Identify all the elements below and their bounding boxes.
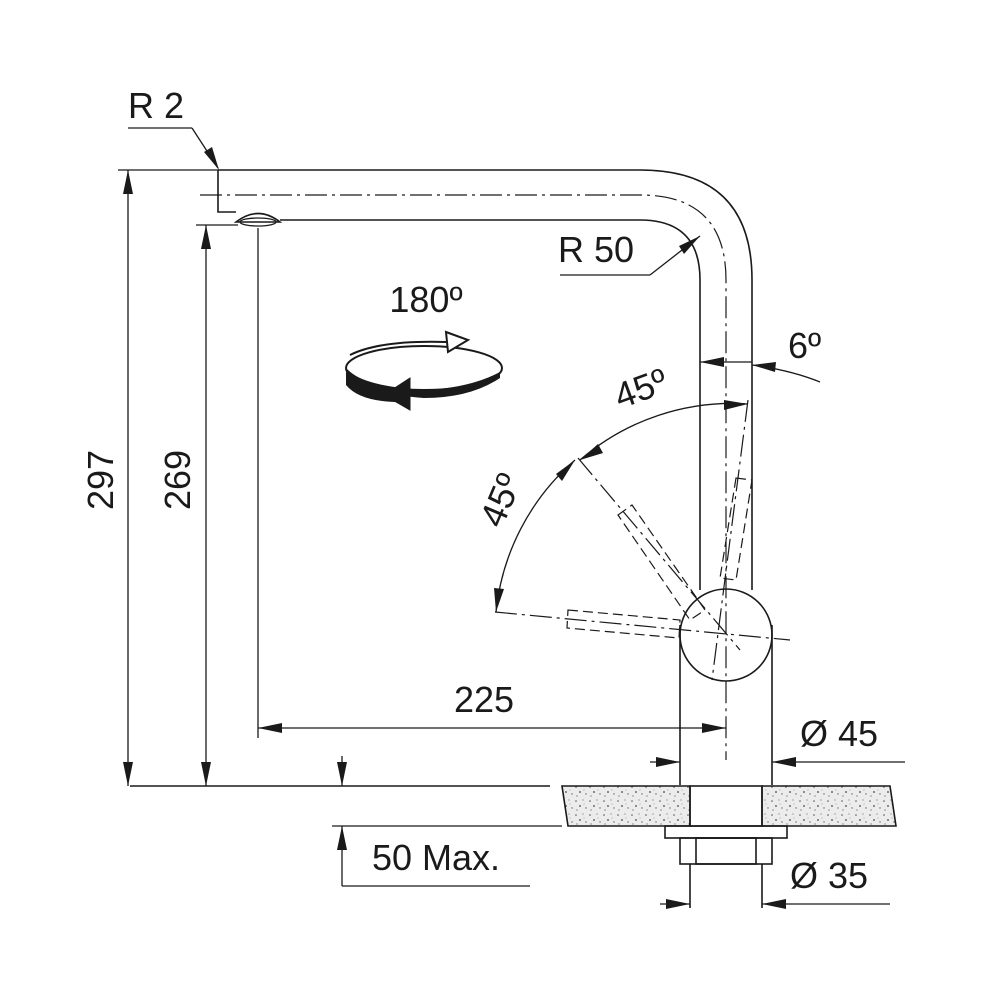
bend-radius-label: R 50	[558, 229, 634, 270]
annotation-lever-angles: 45º 45º	[471, 360, 749, 613]
faucet-body	[679, 588, 773, 785]
tip-radius-label: R 2	[128, 85, 184, 126]
aerator	[233, 212, 283, 223]
rotation-arrow-icon: 180º	[345, 279, 503, 411]
spout-reach-label: 225	[454, 679, 514, 720]
spout-clearance-label: 269	[157, 450, 198, 510]
total-height-label: 297	[80, 450, 121, 510]
sink-countertop	[130, 785, 897, 908]
dimension-shank-diameter: Ø 35	[660, 855, 890, 909]
dimension-total-height: 297	[80, 169, 218, 786]
callout-tip-radius: R 2	[128, 85, 219, 170]
spout	[200, 169, 753, 760]
lever-angle-lower-label: 45º	[471, 468, 530, 533]
body-diameter-label: Ø 45	[800, 713, 878, 754]
lever-angle-upper-label: 45º	[609, 360, 673, 417]
callout-bend-radius: R 50	[558, 229, 701, 276]
dimension-spout-reach: 225	[257, 228, 726, 738]
lever-45deg	[577, 457, 741, 651]
max-thickness-label: 50 Max.	[372, 837, 500, 878]
dimension-spout-clearance: 269	[157, 224, 238, 786]
rotation-label: 180º	[389, 279, 462, 320]
annotation-tilt-angle: 6º	[700, 325, 821, 383]
tilt-angle-label: 6º	[788, 325, 821, 366]
dimension-body-diameter: Ø 45	[650, 713, 905, 767]
shank-diameter-label: Ø 35	[790, 855, 868, 896]
lever-horizontal	[494, 609, 791, 641]
lever-hub	[679, 588, 773, 682]
lever-upright	[711, 399, 753, 681]
dimension-max-thickness: 50 Max.	[332, 756, 562, 887]
